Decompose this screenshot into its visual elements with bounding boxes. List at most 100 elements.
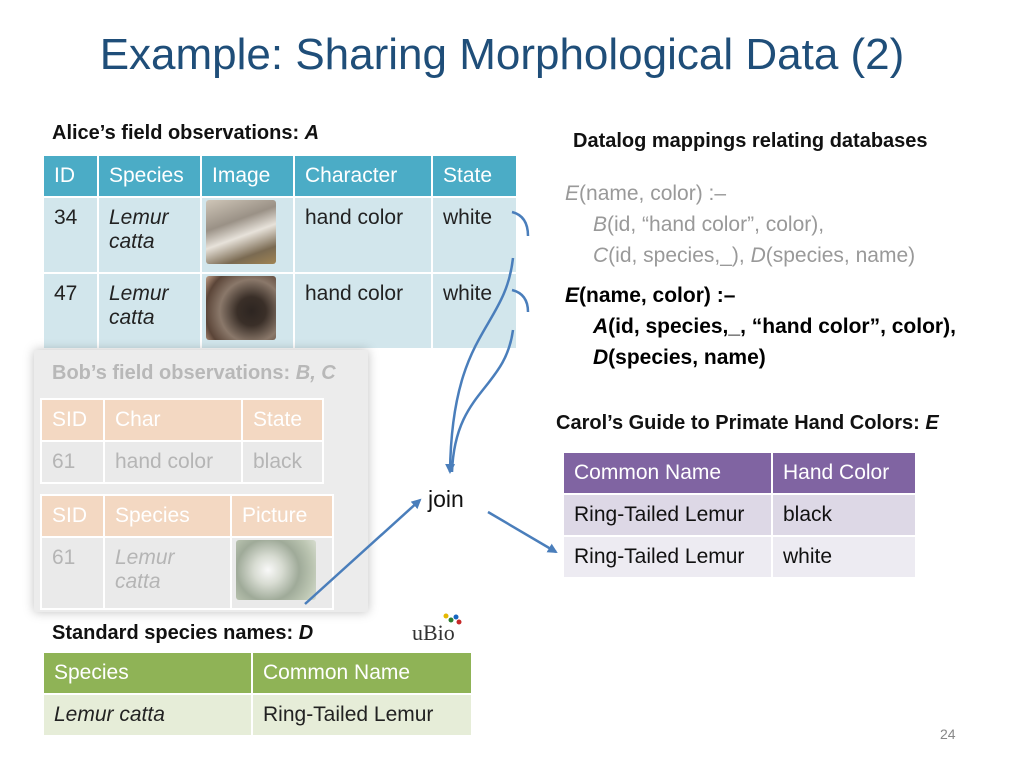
page-number: 24: [940, 726, 956, 742]
carol-label: Carol’s Guide to Primate Hand Colors: E: [556, 412, 939, 435]
table-row: Ring-Tailed Lemur white: [562, 535, 917, 579]
standard-label-var: D: [298, 622, 314, 644]
cell-species: Lemur catta: [97, 196, 202, 274]
alice-table: ID Species Image Character State 34 Lemu…: [42, 154, 518, 350]
arrow-standard-to-join: [304, 498, 422, 605]
cell-species: Lemur catta: [103, 536, 232, 610]
table-row: 61 hand color black: [40, 440, 324, 484]
standard-label-text: Standard species names:: [52, 622, 299, 644]
table-header-row: SID Char State: [40, 398, 324, 442]
table-row: 61 Lemur catta: [40, 536, 334, 610]
column-header-character: Character: [293, 154, 433, 198]
rule-2-body-d: D(species, name): [565, 342, 956, 373]
lemur-hand-photo: [206, 200, 276, 264]
column-header-state: State: [241, 398, 324, 442]
curve-arrow-rule1: [445, 257, 515, 474]
arrow-join-to-carol: [487, 510, 558, 554]
column-header-picture: Picture: [230, 494, 334, 538]
predicate-d: D: [750, 244, 766, 267]
rule-1-head-args: (name, color) :–: [579, 182, 727, 205]
table-row: 34 Lemur catta hand color white: [42, 196, 518, 274]
predicate-e: E: [565, 284, 580, 307]
join-label: join: [428, 486, 464, 512]
alice-label: Alice’s field observations: A: [52, 122, 319, 145]
cell-character: hand color: [293, 196, 433, 274]
curve-arrow-rule2: [450, 329, 515, 473]
column-header-species: Species: [97, 154, 202, 198]
cell-hand-color: white: [771, 535, 917, 579]
bob-label-text: Bob’s field observations:: [52, 362, 296, 384]
rule-1-body-cd: C(id, species,_), D(species, name): [565, 240, 915, 271]
ubio-logo-dots: [443, 613, 462, 625]
rule-1-body-b: B(id, “hand color”, color),: [565, 209, 915, 240]
lemur-hand-photo: [206, 276, 276, 340]
column-header-common-name: Common Name: [251, 651, 473, 695]
column-header-state: State: [431, 154, 518, 198]
standard-label: Standard species names: D: [52, 622, 313, 645]
ubio-logo-text: uBio: [412, 620, 455, 645]
predicate-c: C: [593, 244, 609, 267]
table-header-row: Common Name Hand Color: [562, 451, 917, 495]
predicate-e: E: [565, 182, 580, 205]
cell-id: 34: [42, 196, 99, 274]
datalog-heading: Datalog mappings relating databases: [573, 130, 928, 152]
cell-state: white: [431, 196, 518, 274]
bob-species-table: SID Species Picture 61 Lemur catta: [40, 494, 334, 610]
cell-image: [200, 272, 295, 350]
bob-panel: Bob’s field observations: B, C SID Char …: [34, 350, 368, 612]
brace-arrow-alice-2: [511, 288, 530, 313]
rule-2-head: E(name, color) :–: [565, 280, 956, 311]
cell-species: Lemur catta: [97, 272, 202, 350]
column-header-common-name: Common Name: [562, 451, 773, 495]
predicate-d: D: [593, 346, 609, 369]
column-header-species: Species: [103, 494, 232, 538]
datalog-rule-1: E(name, color) :– B(id, “hand color”, co…: [565, 178, 915, 271]
cell-character: hand color: [293, 272, 433, 350]
bob-label-var: B, C: [295, 362, 336, 384]
lemur-photo: [236, 540, 316, 600]
table-header-row: Species Common Name: [42, 651, 473, 695]
column-header-sid: SID: [40, 494, 105, 538]
rule-2-head-args: (name, color) :–: [579, 284, 736, 307]
column-header-char: Char: [103, 398, 243, 442]
table-header-row: SID Species Picture: [40, 494, 334, 538]
carol-label-text: Carol’s Guide to Primate Hand Colors:: [556, 412, 926, 434]
ubio-logo: uBio: [410, 612, 466, 645]
rule-1-c-args: (id, species,_),: [608, 244, 751, 267]
table-header-row: ID Species Image Character State: [42, 154, 518, 198]
predicate-b: B: [593, 213, 608, 236]
rule-2-body-a: A(id, species,_, “hand color”, color),: [565, 311, 956, 342]
table-row: Ring-Tailed Lemur black: [562, 493, 917, 537]
table-row: 47 Lemur catta hand color white: [42, 272, 518, 350]
column-header-hand-color: Hand Color: [771, 451, 917, 495]
rule-1-head: E(name, color) :–: [565, 178, 915, 209]
cell-id: 47: [42, 272, 99, 350]
cell-hand-color: black: [771, 493, 917, 537]
rule-1-d-args: (species, name): [765, 244, 916, 267]
cell-sid: 61: [40, 536, 105, 610]
cell-image: [200, 196, 295, 274]
table-row: Lemur catta Ring-Tailed Lemur: [42, 693, 473, 737]
cell-char: hand color: [103, 440, 243, 484]
rule-1-b-args: (id, “hand color”, color),: [607, 213, 825, 236]
column-header-sid: SID: [40, 398, 105, 442]
standard-table: Species Common Name Lemur catta Ring-Tai…: [42, 651, 473, 737]
slide-title: Example: Sharing Morphological Data (2): [99, 30, 905, 79]
column-header-species: Species: [42, 651, 253, 695]
cell-common-name: Ring-Tailed Lemur: [251, 693, 473, 737]
cell-state: black: [241, 440, 324, 484]
cell-picture: [230, 536, 334, 610]
column-header-id: ID: [42, 154, 99, 198]
rule-2-a-args: (id, species,_, “hand color”, color),: [608, 315, 956, 338]
cell-species: Lemur catta: [42, 693, 253, 737]
rule-2-d-args: (species, name): [608, 346, 766, 369]
cell-common-name: Ring-Tailed Lemur: [562, 535, 773, 579]
carol-table: Common Name Hand Color Ring-Tailed Lemur…: [562, 451, 917, 579]
datalog-rule-2: E(name, color) :– A(id, species,_, “hand…: [565, 280, 956, 373]
bob-char-table: SID Char State 61 hand color black: [40, 398, 324, 484]
alice-label-text: Alice’s field observations:: [52, 122, 305, 144]
cell-sid: 61: [40, 440, 105, 484]
bob-label: Bob’s field observations: B, C: [52, 362, 336, 385]
alice-label-var: A: [304, 122, 320, 144]
